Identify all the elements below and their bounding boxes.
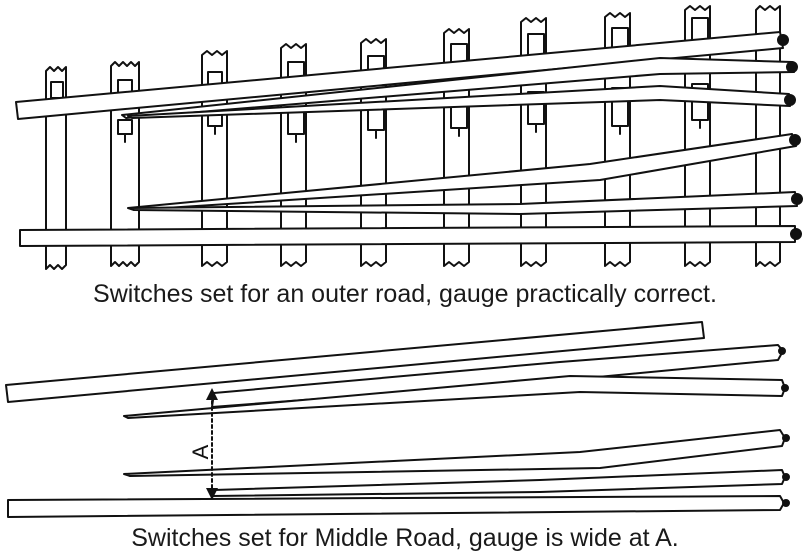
rail-b4 xyxy=(123,429,786,477)
dimension-a: A xyxy=(188,388,218,500)
top-caption: Switches set for an outer road, gauge pr… xyxy=(93,280,717,308)
bottom-rails xyxy=(5,321,790,518)
rail-b3 xyxy=(123,375,786,419)
bottom-caption: Switches set for Middle Road, gauge is w… xyxy=(131,524,679,552)
top-rails xyxy=(15,31,803,247)
sleeper-1 xyxy=(45,66,67,270)
stock-rail-upper xyxy=(15,31,784,120)
rail-b6 xyxy=(7,495,785,518)
dimension-label: A xyxy=(188,444,213,459)
switch-blade-lower-2 xyxy=(129,191,798,215)
rail-b1 xyxy=(5,321,705,403)
stock-rail-lower xyxy=(19,225,796,247)
rail-b5 xyxy=(211,469,786,497)
